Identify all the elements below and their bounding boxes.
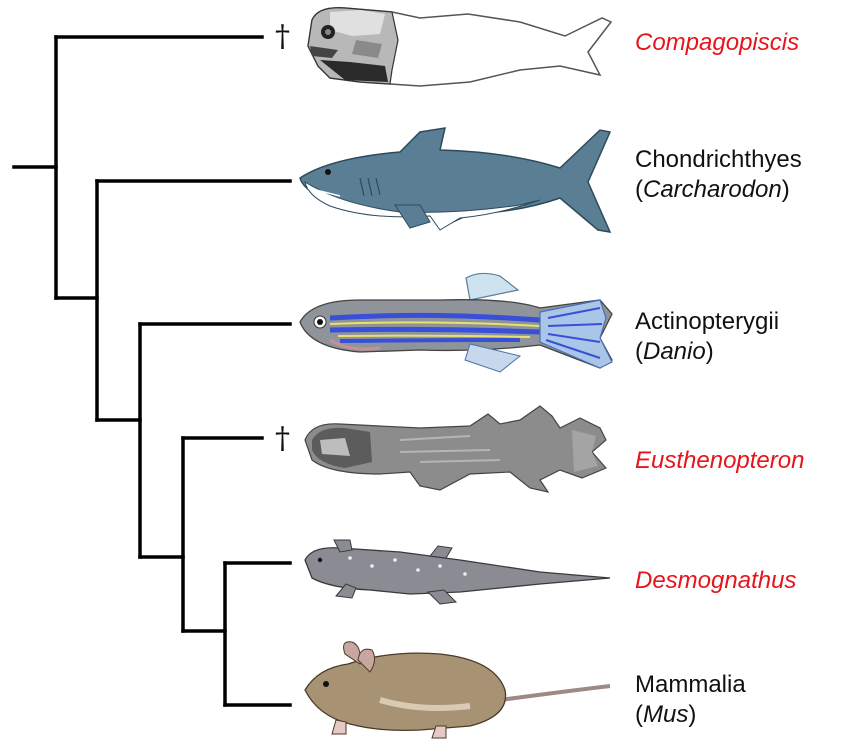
mouse-icon: [305, 642, 610, 738]
extinct-dagger-eusthenopteron: †: [275, 424, 290, 454]
taxon-label-actinopterygii: Actinopterygii (Danio): [635, 307, 779, 367]
genus-danio: Danio: [643, 338, 706, 365]
open-paren: (: [635, 701, 643, 728]
zebrafish-icon: [300, 273, 612, 372]
open-paren: (: [635, 338, 643, 365]
taxon-name-mammalia: Mammalia: [635, 670, 746, 700]
lobe-finned-fish-fossil-icon: [305, 406, 606, 492]
taxon-name-actinopterygii: Actinopterygii: [635, 307, 779, 337]
taxon-label-desmognathus: Desmognathus: [635, 566, 796, 596]
placoderm-fossil-icon: [308, 8, 611, 86]
open-paren: (: [635, 176, 643, 203]
shark-icon: [300, 128, 610, 232]
close-paren: ): [688, 701, 696, 728]
close-paren: ): [782, 176, 790, 203]
genus-carcharodon: Carcharodon: [643, 176, 782, 203]
extinct-dagger-compagopiscis: †: [275, 22, 290, 52]
close-paren: ): [706, 338, 714, 365]
taxon-genus-line: (Danio): [635, 337, 779, 367]
taxon-label-mammalia: Mammalia (Mus): [635, 670, 746, 730]
salamander-icon: [305, 540, 610, 604]
taxon-label-chondrichthyes: Chondrichthyes (Carcharodon): [635, 145, 802, 205]
taxon-genus-line: (Mus): [635, 700, 746, 730]
cladogram: [14, 37, 290, 705]
taxon-label-compagopiscis: Compagopiscis: [635, 28, 799, 58]
taxon-label-eusthenopteron: Eusthenopteron: [635, 446, 804, 476]
taxon-genus-line: (Carcharodon): [635, 175, 802, 205]
genus-mus: Mus: [643, 701, 688, 728]
taxon-name-chondrichthyes: Chondrichthyes: [635, 145, 802, 175]
